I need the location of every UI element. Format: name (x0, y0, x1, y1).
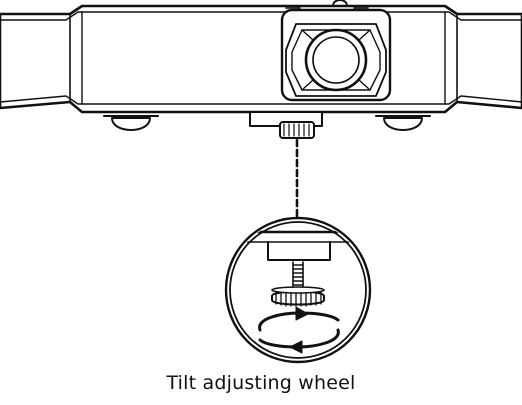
front-foot-left (111, 117, 151, 131)
screw-thread (292, 261, 304, 291)
projector-body (0, 4, 522, 114)
circular-rotation-arrows-icon (258, 306, 340, 354)
tilt-wheel-small (249, 111, 323, 139)
caption-label: Tilt adjusting wheel (166, 372, 356, 394)
tilt-wheel-detail (271, 286, 325, 307)
projector-icon (0, 0, 522, 139)
detail-magnifier-circle (224, 216, 372, 364)
front-foot-right (383, 117, 423, 131)
projector-panel-line (0, 95, 522, 105)
projector-panel-line (0, 11, 522, 21)
lens-glass (304, 28, 368, 92)
power-button (332, 0, 348, 7)
lens-assembly (280, 8, 392, 102)
